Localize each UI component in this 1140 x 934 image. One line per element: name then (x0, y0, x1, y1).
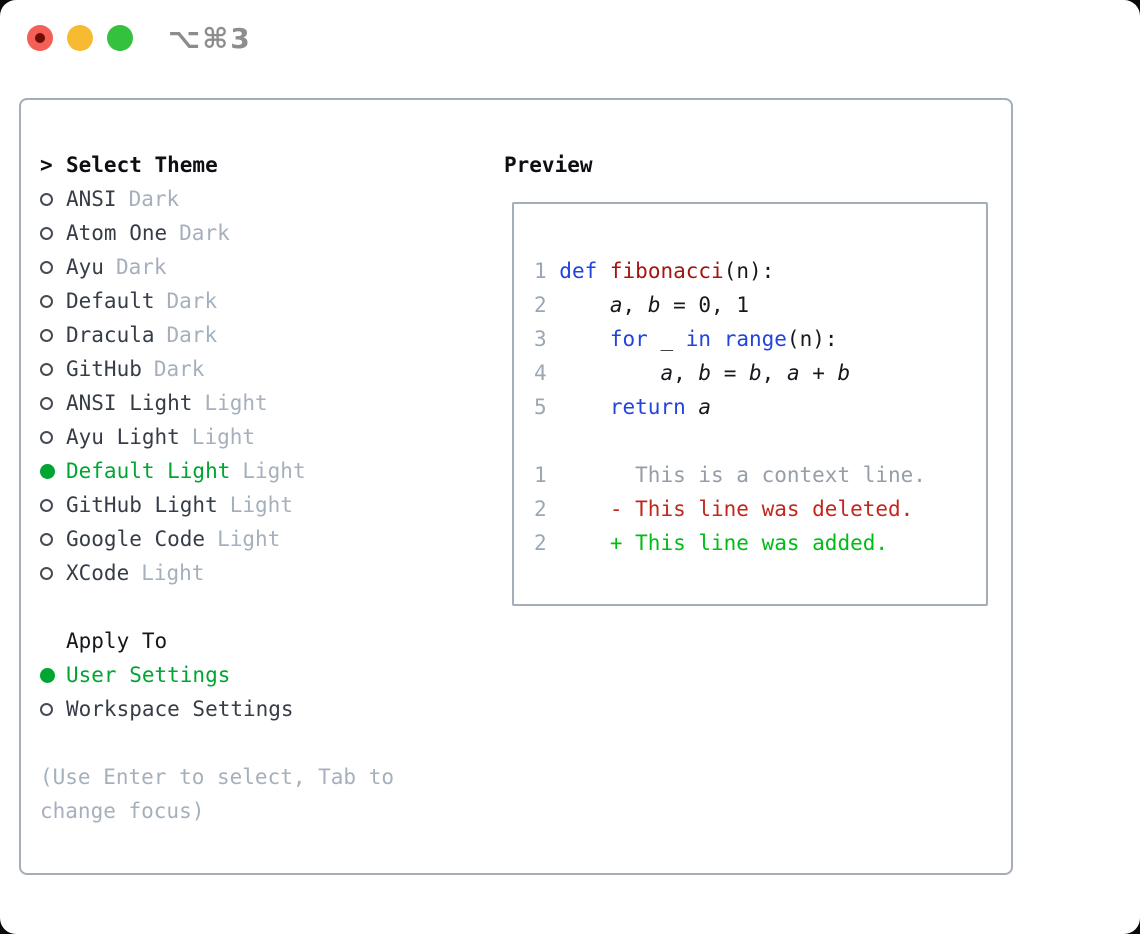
code-line: 4 a, b = b, a + b (534, 361, 851, 385)
option-name: XCode (66, 561, 130, 585)
option-variant-tag: Dark (166, 323, 218, 347)
theme-option-ansi[interactable]: ANSI Dark (40, 182, 480, 216)
option-variant-tag: Dark (179, 221, 230, 245)
option-variant-tag: Light (217, 527, 281, 551)
code-line: 3 for _ in range(n): (534, 327, 838, 351)
theme-option-github-light[interactable]: GitHub Light Light (40, 488, 480, 522)
theme-option-dracula[interactable]: Dracula Dark (40, 318, 480, 352)
window-title: ⌥⌘3 (168, 22, 252, 55)
preview-label: Preview (504, 153, 593, 177)
radio-unselected-icon (40, 498, 53, 512)
apply-option-user-settings[interactable]: User Settings (40, 658, 480, 692)
option-name: Ayu Light (66, 425, 180, 449)
theme-option-ayu-light[interactable]: Ayu Light Light (40, 420, 480, 454)
theme-option-github[interactable]: GitHub Dark (40, 352, 480, 386)
radio-unselected-icon (40, 294, 53, 308)
zoom-button[interactable] (107, 25, 133, 51)
radio-unselected-icon (40, 226, 53, 240)
apply-option-workspace-settings[interactable]: Workspace Settings (40, 692, 480, 726)
radio-unselected-icon (40, 430, 53, 444)
option-variant-tag: Dark (128, 187, 180, 211)
radio-unselected-icon (40, 192, 53, 206)
spacer (40, 590, 480, 624)
radio-unselected-icon (40, 566, 53, 580)
preview-box: 1 def fibonacci(n): 2 a, b = 0, 1 3 for _ … (512, 202, 988, 606)
radio-unselected-icon (40, 532, 53, 546)
theme-option-google-code[interactable]: Google Code Light (40, 522, 480, 556)
radio-unselected-icon (40, 702, 53, 716)
theme-option-atom-one[interactable]: Atom One Dark (40, 216, 480, 250)
option-name: ANSI (66, 187, 117, 211)
code-line: 1 def fibonacci(n): (534, 259, 775, 283)
option-variant-tag: Light (204, 391, 268, 415)
theme-option-ansi-light[interactable]: ANSI Light Light (40, 386, 480, 420)
diff-deleted-line: 2 - This line was deleted. (534, 497, 914, 521)
minimize-button[interactable] (67, 25, 93, 51)
code-line: 2 a, b = 0, 1 (534, 293, 749, 317)
radio-unselected-icon (40, 328, 53, 342)
option-name: Default Light (66, 459, 231, 483)
option-name: GitHub (66, 357, 142, 381)
theme-option-ayu[interactable]: Ayu Dark (40, 250, 480, 284)
selection-cursor: > (40, 153, 53, 177)
apply-to-label: Apply To (66, 629, 168, 653)
theme-option-default[interactable]: Default Dark (40, 284, 480, 318)
option-name: Dracula (66, 323, 155, 347)
radio-unselected-icon (40, 362, 53, 376)
option-variant-tag: Dark (153, 357, 205, 381)
option-variant-tag: Dark (166, 289, 218, 313)
radio-unselected-icon (40, 396, 53, 410)
option-variant-tag: Light (229, 493, 293, 517)
option-name: Default (66, 289, 155, 313)
diff-context-line: 1 This is a context line. (534, 463, 926, 487)
option-name: Google Code (66, 527, 206, 551)
code-line: 5 return a (534, 395, 712, 419)
close-button[interactable] (27, 25, 53, 51)
select-theme-label: Select Theme (66, 153, 218, 177)
option-variant-tag: Light (141, 561, 205, 585)
option-variant-tag: Light (191, 425, 256, 449)
option-name: ANSI Light (66, 391, 193, 415)
theme-option-default-light[interactable]: Default Light Light (40, 454, 480, 488)
option-variant-tag: Light (242, 459, 306, 483)
theme-option-xcode[interactable]: XCode Light (40, 556, 480, 590)
option-name: Workspace Settings (66, 697, 294, 721)
titlebar: ⌥⌘3 (0, 0, 1140, 78)
option-name: Ayu (66, 255, 104, 279)
radio-unselected-icon (40, 260, 53, 274)
blank-line (534, 424, 986, 458)
option-name: User Settings (66, 663, 231, 687)
option-name: GitHub Light (66, 493, 218, 517)
close-dot-icon (35, 33, 45, 43)
radio-selected-icon (40, 463, 55, 479)
option-name: Atom One (66, 221, 168, 245)
option-variant-tag: Dark (115, 255, 167, 279)
radio-selected-icon (40, 667, 55, 683)
diff-added-line: 2 + This line was added. (534, 531, 889, 555)
select-theme-header: > Select Theme (40, 148, 480, 182)
keyboard-hint: (Use Enter to select, Tab to change focu… (40, 765, 395, 823)
